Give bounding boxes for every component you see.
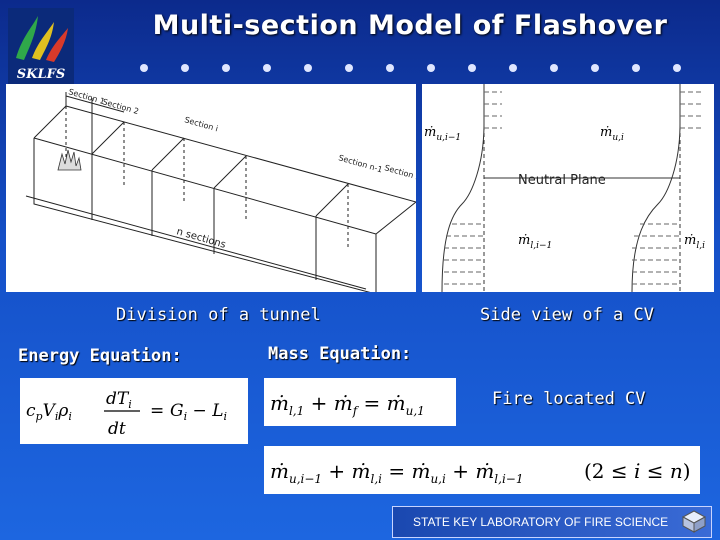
label-section-n: Section n: [383, 163, 416, 182]
svg-text:(2 ≤ i ≤ n): (2 ≤ i ≤ n): [584, 459, 691, 483]
svg-text:ṁu,i−1: ṁu,i−1: [424, 125, 461, 143]
sklfs-logo: SKLFS: [8, 8, 74, 84]
tunnel-figure: Section 1 Section 2 Section i Section n-…: [6, 84, 422, 295]
energy-equation: cpViρi dTi dt = Gi − Li: [20, 378, 248, 444]
mass-equation-fire-cv: ṁl,1 + ṁf = ṁu,1: [264, 378, 456, 426]
label-section-1: Section 1: [67, 87, 105, 106]
svg-text:cpViρi: cpViρi: [26, 401, 72, 423]
cube-icon: [681, 510, 707, 533]
svg-text:ṁu,i: ṁu,i: [600, 125, 624, 143]
fire-located-cv-label: Fire located CV: [492, 389, 646, 409]
cv-drawing: ṁu,i−1 ṁu,i ṁl,i−1 ṁl,i Neutral Plane: [424, 84, 705, 293]
neutral-plane-label: Neutral Plane: [518, 173, 606, 188]
svg-text:ṁu,i−1 + ṁl,i = ṁu,i + ṁl,i−1: ṁu,i−1 + ṁl,i = ṁu,i + ṁl,i−1: [270, 459, 523, 486]
tunnel-drawing: Section 1 Section 2 Section i Section n-…: [25, 87, 422, 295]
svg-text:ṁl,i−1: ṁl,i−1: [518, 233, 552, 251]
mass-equation-general: ṁu,i−1 + ṁl,i = ṁu,i + ṁl,i−1 (2 ≤ i ≤ n…: [264, 446, 700, 494]
label-section-i: Section i: [183, 115, 219, 133]
decorative-dot-row: [140, 64, 681, 72]
label-section-n-1: Section n-1: [337, 153, 383, 174]
fire-icon: [57, 149, 82, 171]
mass-equation-label: Mass Equation:: [268, 344, 412, 364]
svg-text:dt: dt: [108, 419, 126, 439]
svg-text:ṁl,i: ṁl,i: [684, 233, 705, 251]
svg-text:SKLFS: SKLFS: [17, 67, 65, 82]
energy-equation-label: Energy Equation:: [18, 346, 182, 366]
svg-text:Gi − Li: Gi − Li: [170, 401, 227, 423]
label-section-2: Section 2: [101, 97, 139, 116]
slide-title: Multi-section Model of Flashover: [152, 10, 668, 41]
svg-text:=: =: [150, 401, 164, 421]
footer-text: STATE KEY LABORATORY OF FIRE SCIENCE: [413, 515, 669, 529]
label-n-sections: n sections: [175, 226, 227, 251]
cv-caption: Side view of a CV: [480, 305, 654, 325]
tunnel-caption: Division of a tunnel: [116, 305, 321, 325]
svg-text:dTi: dTi: [106, 389, 132, 411]
cv-side-view-figure: ṁu,i−1 ṁu,i ṁl,i−1 ṁl,i Neutral Plane: [422, 84, 714, 293]
svg-text:ṁl,1 + ṁf = ṁu,1: ṁl,1 + ṁf = ṁu,1: [270, 391, 425, 418]
footer-banner: STATE KEY LABORATORY OF FIRE SCIENCE: [392, 506, 712, 538]
